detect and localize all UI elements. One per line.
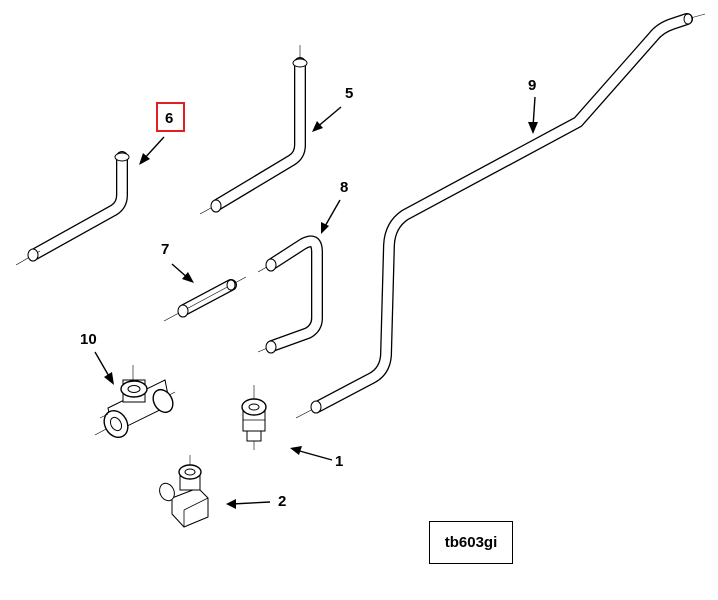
callout-1: 1 — [290, 446, 343, 470]
part-10-tee-fitting[interactable] — [94, 365, 177, 442]
part-1-connector[interactable] — [241, 385, 267, 450]
part-7-sleeve[interactable] — [163, 276, 247, 322]
callout-label-5: 5 — [345, 85, 353, 102]
reference-code-label: tb603gi — [444, 534, 498, 551]
callout-7: 7 — [161, 241, 194, 283]
callout-label-7: 7 — [161, 241, 169, 258]
callout-label-2: 2 — [278, 493, 286, 510]
part-5-tube[interactable] — [199, 45, 308, 215]
part-9-long-tube[interactable] — [295, 13, 706, 419]
callout-label-10: 10 — [80, 331, 97, 348]
callout-8: 8 — [321, 179, 348, 234]
callout-5: 5 — [312, 85, 353, 132]
callout-6-highlight-box — [156, 102, 185, 132]
callout-label-9: 9 — [528, 77, 536, 94]
callout-2: 2 — [226, 493, 286, 510]
callout-10: 10 — [80, 331, 114, 385]
part-6-tube[interactable] — [15, 151, 130, 266]
callout-9: 9 — [528, 77, 538, 134]
callout-6[interactable]: 6 — [139, 102, 185, 165]
callout-label-6: 6 — [165, 110, 173, 127]
callout-label-1: 1 — [335, 453, 343, 470]
callout-label-8: 8 — [340, 179, 348, 196]
reference-code-box: tb603gi — [429, 521, 513, 564]
part-8-u-tube[interactable] — [257, 235, 323, 354]
part-2-elbow[interactable] — [157, 455, 209, 528]
